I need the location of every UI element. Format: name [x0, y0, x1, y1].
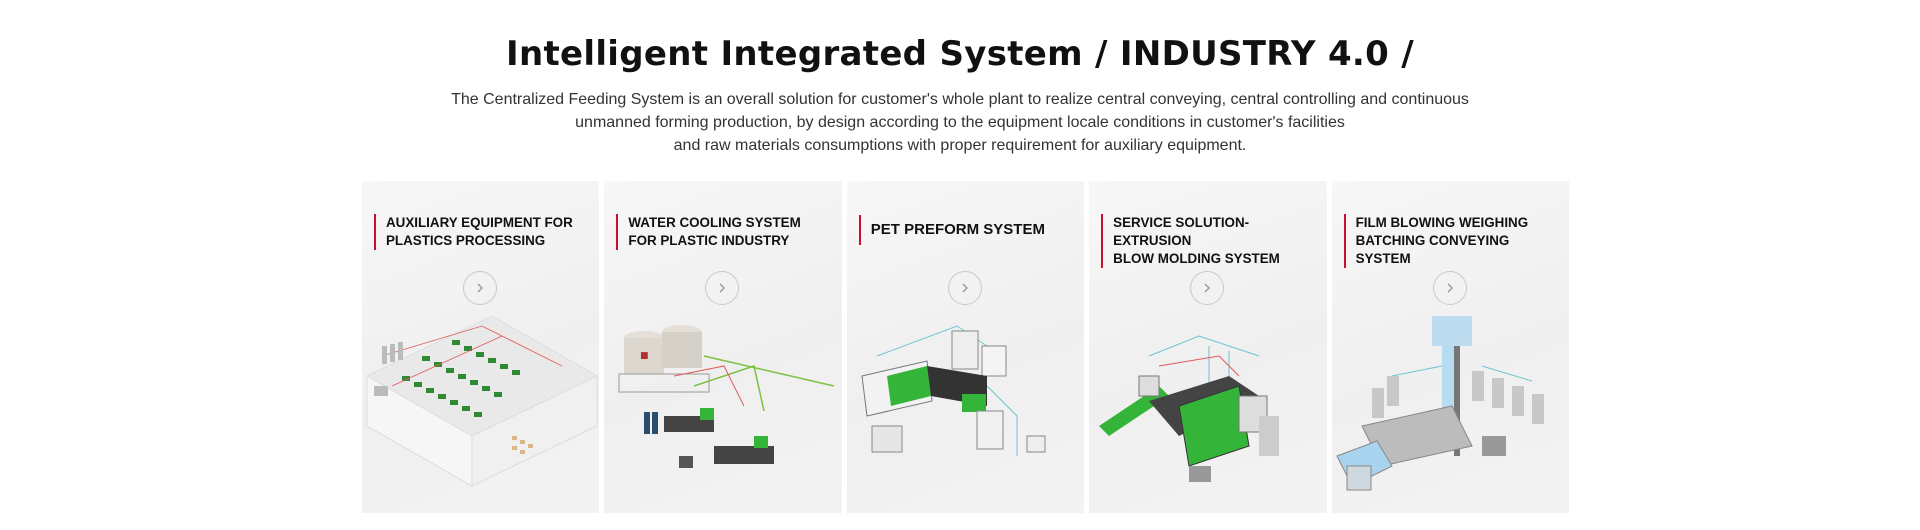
card-title: FILM BLOWING WEIGHING BATCHING CONVEYING…: [1343, 214, 1564, 268]
card-auxiliary-equipment[interactable]: AUXILIARY EQUIPMENT FOR PLASTICS PROCESS…: [362, 181, 600, 513]
card-title-line: AUXILIARY EQUIPMENT FOR: [386, 215, 573, 230]
card-arrow-button[interactable]: [947, 271, 982, 305]
description-line-1: The Centralized Feeding System is an ove…: [451, 91, 1469, 108]
chevron-right-icon: [962, 283, 968, 293]
chevron-right-icon: [719, 283, 726, 293]
blow-molding-illustration: [1099, 335, 1280, 482]
card-title-line: FOR PLASTIC INDUSTRY: [628, 233, 790, 248]
card-title-line: BLOW MOLDING SYSTEM: [1113, 251, 1280, 266]
page-description: The Centralized Feeding System is an ove…: [0, 88, 1920, 157]
card-arrow-button[interactable]: [463, 271, 497, 305]
card-title: WATER COOLING SYSTEM FOR PLASTIC INDUSTR…: [616, 214, 836, 250]
card-title-line: BATCHING CONVEYING SYSTEM: [1355, 233, 1510, 266]
card-title-line: PLASTICS PROCESSING: [386, 233, 546, 248]
film-blowing-illustration: [1335, 316, 1544, 491]
card-title: AUXILIARY EQUIPMENT FOR PLASTICS PROCESS…: [374, 214, 594, 250]
card-title-line: FILM BLOWING WEIGHING: [1355, 215, 1529, 230]
chevron-right-icon: [1447, 283, 1453, 293]
card-extrusion-blow-molding[interactable]: SERVICE SOLUTION-EXTRUSION BLOW MOLDING …: [1089, 181, 1327, 513]
card-film-blowing[interactable]: FILM BLOWING WEIGHING BATCHING CONVEYING…: [1331, 181, 1569, 513]
card-arrow-button[interactable]: [1190, 271, 1225, 305]
description-line-3: and raw materials consumptions with prop…: [673, 137, 1247, 154]
system-cards: AUXILIARY EQUIPMENT FOR PLASTICS PROCESS…: [362, 181, 1569, 513]
chevron-right-icon: [1204, 283, 1211, 293]
card-title: PET PREFORM SYSTEM: [858, 215, 1079, 245]
card-title-line: PET PREFORM SYSTEM: [870, 221, 1045, 238]
cooling-tower-illustration: ■: [618, 325, 835, 468]
card-arrow-button[interactable]: [1432, 271, 1467, 305]
card-water-cooling[interactable]: WATER COOLING SYSTEM FOR PLASTIC INDUSTR…: [604, 181, 842, 513]
page-heading: Intelligent Integrated System / INDUSTRY…: [506, 34, 1414, 74]
description-line-2: unmanned forming production, by design a…: [575, 114, 1345, 131]
card-arrow-button[interactable]: [705, 271, 740, 305]
chevron-right-icon: [477, 283, 483, 293]
card-title-line: WATER COOLING SYSTEM: [628, 215, 801, 230]
plant-layout-illustration: [365, 316, 599, 487]
card-title-line: SERVICE SOLUTION-EXTRUSION: [1113, 215, 1250, 248]
pet-preform-illustration: [861, 325, 1046, 456]
card-title: SERVICE SOLUTION-EXTRUSION BLOW MOLDING …: [1101, 214, 1321, 268]
svg-text:■: ■: [640, 351, 649, 361]
card-pet-preform[interactable]: PET PREFORM SYSTEM: [846, 181, 1085, 513]
